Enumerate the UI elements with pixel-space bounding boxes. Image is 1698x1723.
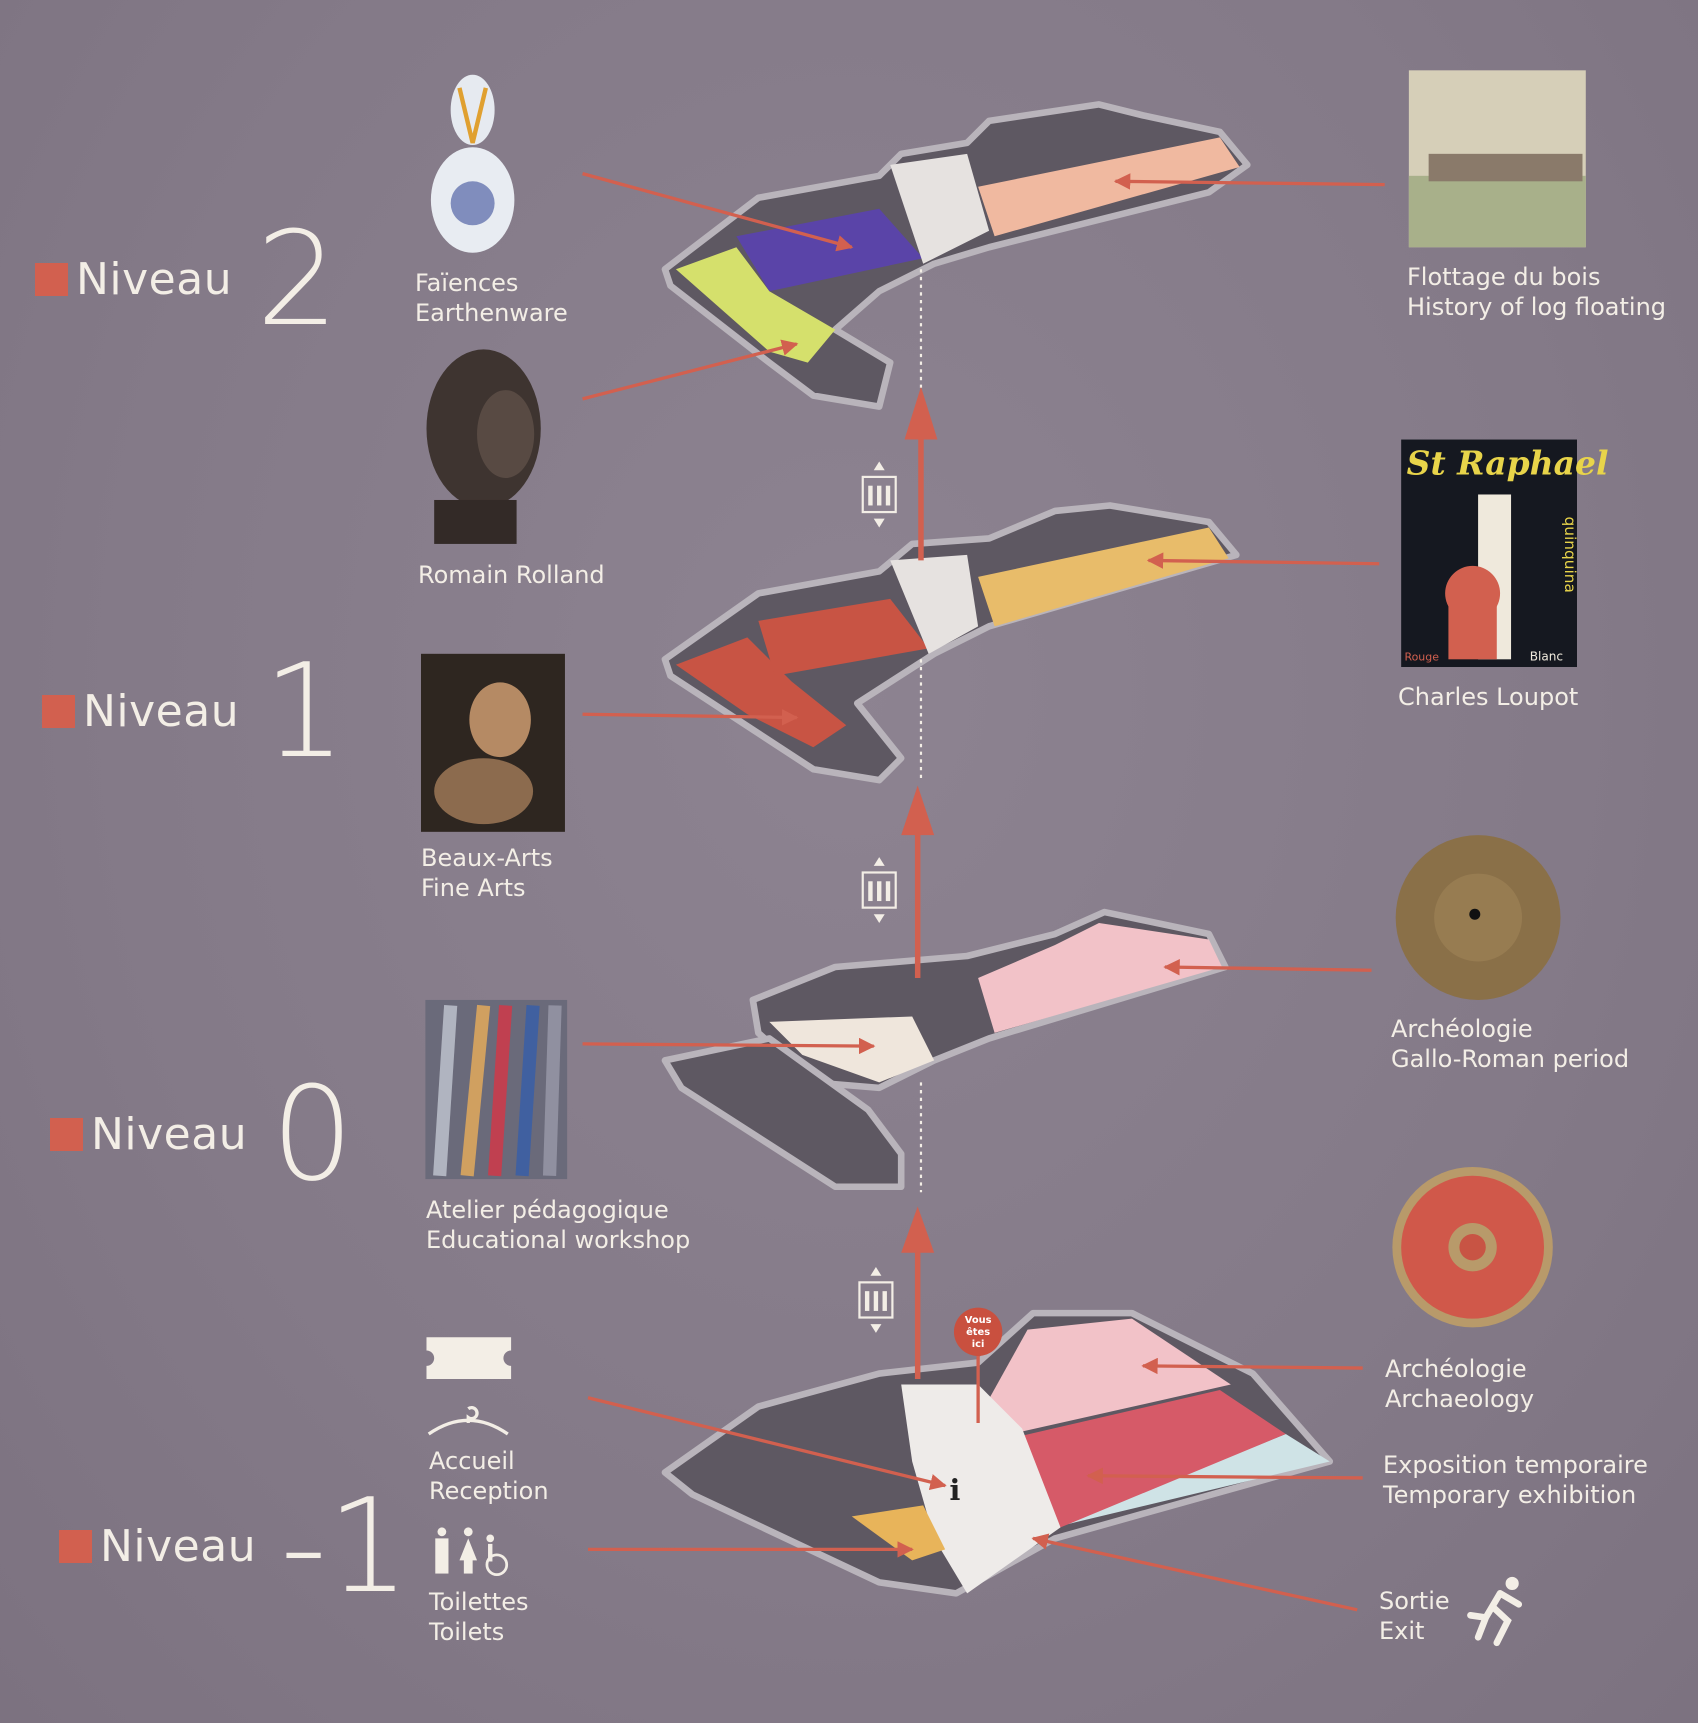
beaux-arts-painting-image	[420, 653, 565, 832]
caption-fr: Flottage du bois	[1407, 263, 1601, 291]
elevator-icon	[858, 1266, 894, 1333]
marker-text: Vous	[965, 1315, 992, 1326]
marker-text: êtes	[966, 1326, 990, 1338]
elevator-icon	[861, 857, 897, 924]
marker-text: ici	[972, 1339, 985, 1350]
caption-romain-rolland: Romain Rolland	[418, 560, 605, 590]
floor-level-0	[661, 908, 1229, 1191]
you-are-here-marker: Vous êtes ici	[953, 1307, 1003, 1424]
caption-en: Archaeology	[1385, 1385, 1535, 1413]
caption-fr: Archéologie	[1385, 1355, 1527, 1383]
exit-runner-icon	[1467, 1576, 1523, 1647]
caption-en: History of log floating	[1407, 293, 1667, 321]
elevator-icons	[858, 461, 897, 1333]
up-arrows	[901, 386, 938, 1380]
caption-en: Exit	[1379, 1617, 1425, 1645]
level-number: 2	[256, 203, 339, 355]
caption-fr: Romain Rolland	[418, 561, 605, 589]
caption-fr: Atelier pédagogique	[426, 1196, 669, 1224]
log-floating-painting-image	[1408, 70, 1586, 248]
caption-fr: Archéologie	[1391, 1015, 1533, 1043]
level-1-label: Niveau 1	[42, 646, 346, 776]
level-2-label: Niveau 2	[35, 214, 339, 344]
caption-fr: Faïences	[415, 269, 519, 297]
room-flottage	[978, 137, 1240, 237]
elevator-icon	[861, 461, 897, 528]
brushes-image	[425, 999, 568, 1180]
caption-fr: Sortie	[1379, 1587, 1450, 1615]
room-rolland	[675, 247, 836, 363]
rosette-brooch-image	[1392, 1166, 1553, 1328]
room-archaeology	[972, 1318, 1231, 1435]
ticket-icon	[426, 1337, 512, 1380]
st-raphael-poster-image: St Raphael quinquina Rouge Blanc	[1401, 439, 1609, 668]
caption-fr: Accueil	[429, 1447, 515, 1475]
hanger-icon	[427, 1405, 509, 1436]
caption-en: Educational workshop	[426, 1226, 691, 1254]
caption-charles-loupot: Charles Loupot	[1398, 682, 1578, 712]
poster-left: Rouge	[1404, 650, 1439, 663]
caption-en: Fine Arts	[421, 874, 526, 902]
caption-en: Gallo-Roman period	[1391, 1045, 1630, 1073]
level-marker	[35, 262, 68, 296]
room-gallo-roman	[978, 923, 1223, 1033]
caption-fr: Toilettes	[429, 1588, 529, 1616]
caption-en: Temporary exhibition	[1383, 1481, 1637, 1509]
room-atelier	[769, 1016, 935, 1083]
level-0-label: Niveau 0	[50, 1069, 354, 1199]
pointer-arrows	[582, 172, 1385, 1612]
toilets-icon	[435, 1527, 509, 1577]
caption-fr: Exposition temporaire	[1383, 1451, 1648, 1479]
level-word: Niveau	[91, 1108, 248, 1160]
poster-title: St Raphael	[1407, 444, 1609, 483]
caption-fr: Beaux-Arts	[421, 844, 553, 872]
level-number: -1	[280, 1470, 410, 1622]
level-marker	[59, 1529, 92, 1563]
poster-right: Blanc	[1530, 649, 1563, 663]
room-beaux-arts	[675, 637, 847, 748]
floor-level-2	[661, 101, 1251, 410]
caption-en: Reception	[429, 1477, 549, 1505]
level-word: Niveau	[100, 1520, 257, 1572]
level-marker	[50, 1117, 83, 1151]
room-toilets	[851, 1505, 946, 1561]
room-loupot	[978, 527, 1229, 627]
caption-en: Earthenware	[415, 299, 568, 327]
level-word: Niveau	[83, 685, 240, 737]
level-number: 0	[271, 1058, 354, 1210]
level-number: 1	[263, 635, 346, 787]
poster-side: quinquina	[1561, 516, 1579, 592]
bust-image	[426, 349, 541, 544]
floor-level-minus-1: i	[661, 1309, 1334, 1597]
vase-image	[430, 74, 515, 253]
info-icon: i	[950, 1473, 961, 1507]
bronze-disc-image	[1395, 835, 1561, 1000]
level-marker	[42, 694, 75, 728]
caption-fr: Charles Loupot	[1398, 683, 1579, 711]
caption-en: Toilets	[429, 1618, 505, 1646]
room-temporary-exhibition	[1005, 1390, 1286, 1528]
floor-level-1	[661, 502, 1240, 784]
level-word: Niveau	[76, 253, 233, 305]
level-minus-1-label: Niveau -1	[59, 1481, 410, 1611]
